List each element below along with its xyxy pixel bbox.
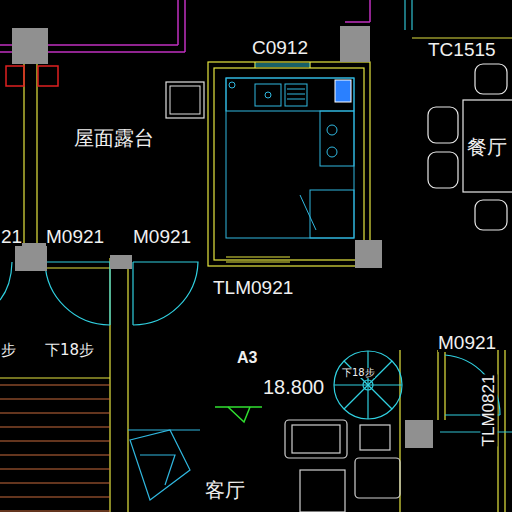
door-tag: M0921 xyxy=(438,333,496,352)
room-name: 客厅 xyxy=(205,480,245,500)
window-tag: TC1515 xyxy=(428,40,496,59)
stair-note: 步 xyxy=(1,343,16,358)
door-tag: M0921 xyxy=(133,227,191,246)
door-tag: M0921 xyxy=(46,227,104,246)
unit-tag: A3 xyxy=(237,350,257,366)
room-name: 屋面露台 xyxy=(74,128,154,148)
stair-note: 下18步 xyxy=(342,368,375,378)
door-tag: TLM0821 xyxy=(480,374,497,446)
elevation-value: 18.800 xyxy=(263,377,324,397)
window-tag: C0912 xyxy=(252,38,308,57)
stair-note: 下18步 xyxy=(45,343,94,358)
room-name: 餐厅 xyxy=(467,137,507,157)
door-tag: TLM0921 xyxy=(213,278,293,297)
door-tag: 21 xyxy=(1,227,22,246)
